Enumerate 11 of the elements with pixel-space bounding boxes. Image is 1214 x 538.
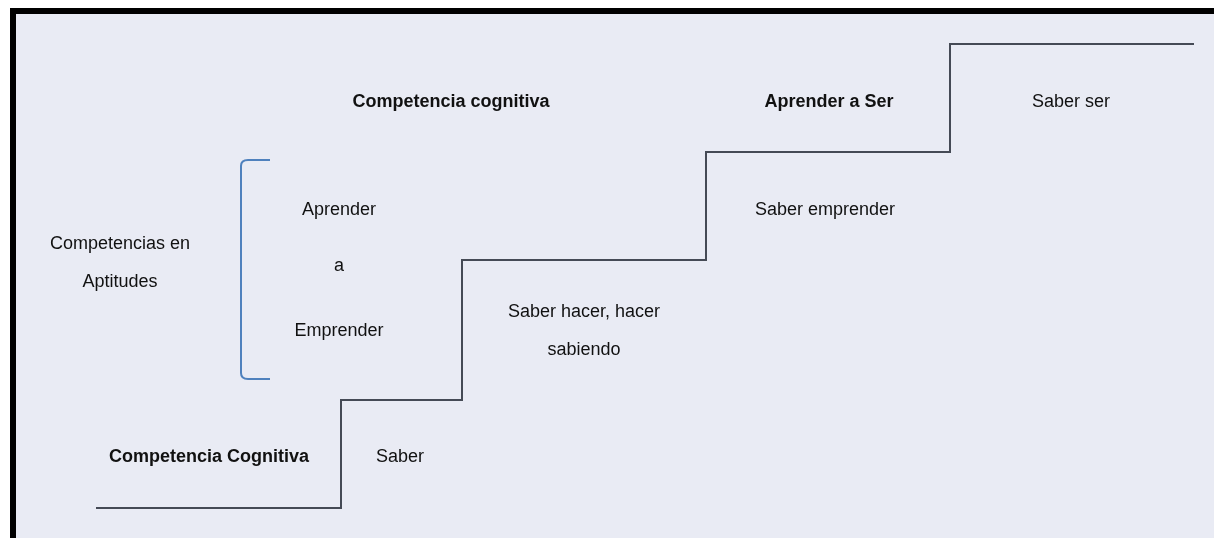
- step-label: Competencia Cognitiva: [109, 445, 309, 468]
- step-label: Competencia cognitiva: [352, 90, 550, 113]
- step-label: Aprender: [301, 198, 377, 221]
- step-label: Saber: [375, 445, 424, 468]
- step-label: Emprender: [294, 319, 384, 342]
- step-label: Saber emprender: [754, 198, 896, 221]
- step-label: Saber hacer, hacer sabiendo: [506, 300, 662, 361]
- step-label: a: [334, 254, 344, 277]
- step-label: Aprender a Ser: [764, 90, 894, 113]
- step-label: Saber ser: [1031, 90, 1110, 113]
- step-label: Competencias en Aptitudes: [48, 232, 192, 293]
